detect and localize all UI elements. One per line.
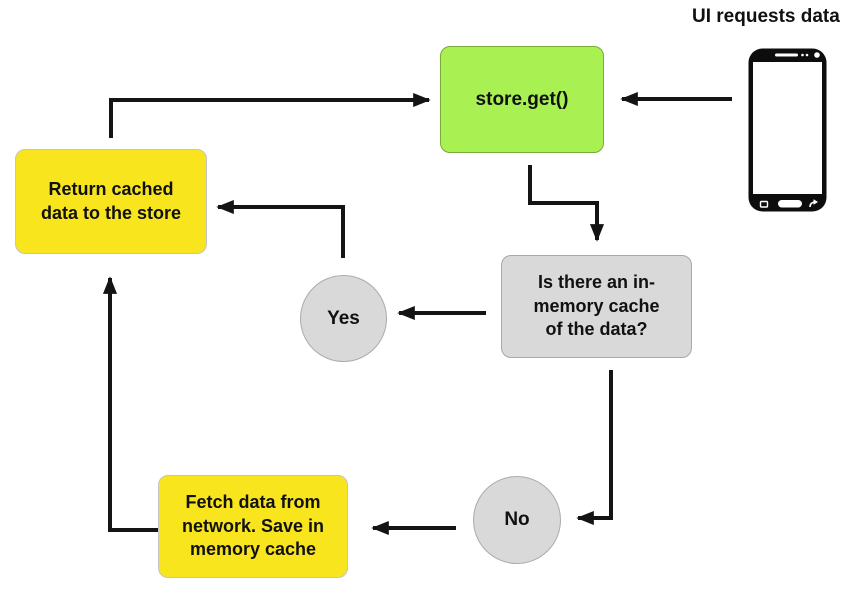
diagram-title: UI requests data bbox=[692, 6, 840, 27]
arrow-return-to-store bbox=[109, 92, 431, 138]
node-fetch-network-label: Fetch data from network. Save in memory … bbox=[181, 491, 325, 560]
arrow-yes-to-return bbox=[216, 199, 345, 258]
node-yes: Yes bbox=[300, 275, 387, 362]
node-no-label: No bbox=[504, 509, 530, 531]
arrow-decision-to-no bbox=[576, 370, 613, 526]
node-fetch-network: Fetch data from network. Save in memory … bbox=[158, 475, 348, 578]
node-store-get-label: store.get() bbox=[475, 88, 569, 110]
node-decision-cache-label: Is there an in- memory cache of the data… bbox=[533, 271, 660, 340]
smartphone-icon bbox=[747, 47, 828, 213]
node-no: No bbox=[473, 476, 561, 564]
node-yes-label: Yes bbox=[327, 307, 360, 329]
node-store-get: store.get() bbox=[440, 46, 604, 153]
node-decision-cache: Is there an in- memory cache of the data… bbox=[501, 255, 692, 358]
arrow-fetch-to-return bbox=[102, 276, 158, 532]
node-return-cached: Return cached data to the store bbox=[15, 149, 207, 254]
arrow-store-to-decision bbox=[528, 165, 605, 242]
node-return-cached-label: Return cached data to the store bbox=[40, 178, 182, 223]
